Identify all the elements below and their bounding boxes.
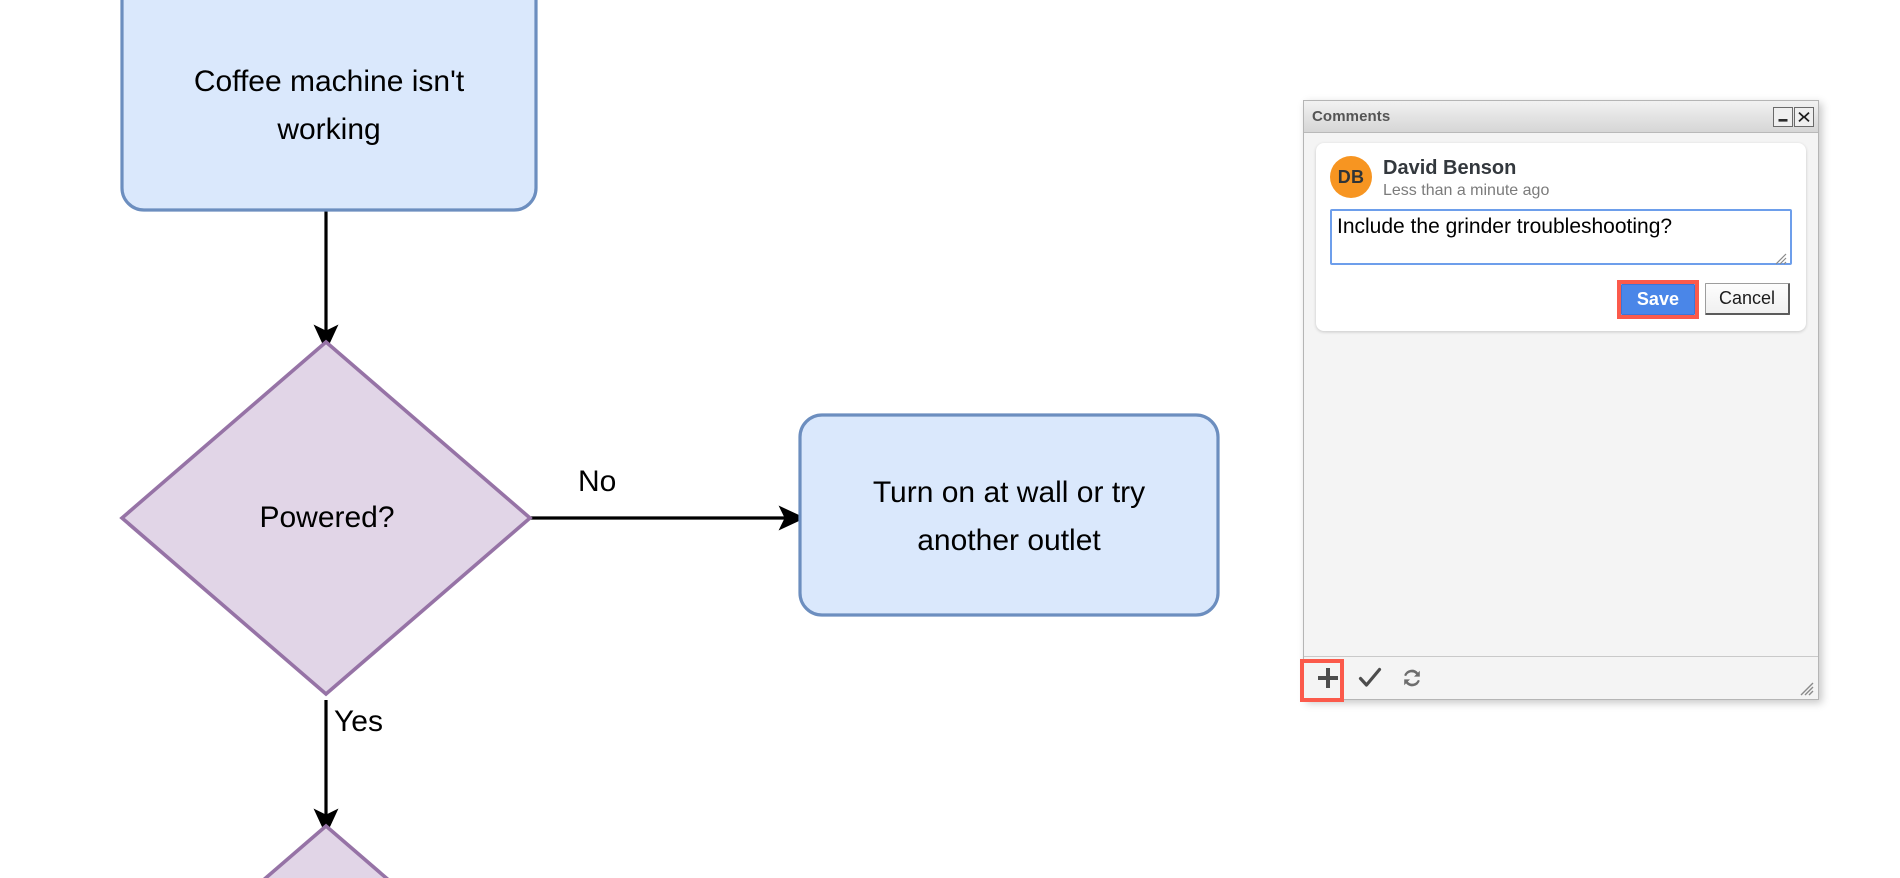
comment-meta: David Benson Less than a minute ago — [1383, 156, 1549, 200]
window-resize-grip-icon[interactable] — [1800, 682, 1814, 696]
comment-author: David Benson — [1383, 157, 1517, 179]
edge-powered-no[interactable]: No — [530, 465, 806, 531]
node-label-line1: Turn on at wall or try — [873, 476, 1145, 509]
plus-icon[interactable] — [1311, 661, 1345, 695]
save-button-highlight: Save — [1616, 279, 1699, 319]
node-powered-decision[interactable]: Powered? — [119, 339, 533, 697]
refresh-icon[interactable] — [1395, 661, 1429, 695]
node-label-line1: Coffee machine isn't — [194, 65, 465, 98]
comments-list[interactable]: DB David Benson Less than a minute ago S… — [1304, 133, 1818, 656]
node-shape-diamond — [119, 339, 533, 697]
node-label-line2: another outlet — [917, 524, 1101, 557]
node-turn-on-at-wall[interactable]: Turn on at wall or try another outlet — [798, 413, 1220, 617]
node-shape-rounded-rect — [798, 413, 1220, 617]
comment-actions: Save Cancel — [1330, 279, 1792, 319]
avatar: DB — [1330, 156, 1372, 198]
node-next-decision[interactable] — [122, 823, 530, 878]
node-label-powered: Powered? — [259, 501, 394, 534]
node-coffee-machine-isnt-working[interactable]: Coffee machine isn't working — [120, 0, 538, 212]
check-icon[interactable] — [1353, 661, 1387, 695]
comments-window[interactable]: Comments DB David Benson Less than a min… — [1300, 100, 1819, 702]
comments-window-title: Comments — [1312, 108, 1391, 125]
close-icon[interactable] — [1794, 106, 1814, 127]
comment-timestamp: Less than a minute ago — [1383, 182, 1550, 199]
comments-toolbar[interactable] — [1300, 656, 1818, 702]
comment-card[interactable]: DB David Benson Less than a minute ago S… — [1316, 143, 1806, 331]
comment-input-wrapper — [1330, 208, 1792, 270]
minimize-icon[interactable] — [1773, 106, 1793, 127]
comment-header: DB David Benson Less than a minute ago — [1330, 156, 1792, 200]
comment-input[interactable] — [1330, 208, 1792, 265]
node-shape-diamond — [262, 823, 390, 878]
comments-titlebar[interactable]: Comments — [1304, 101, 1818, 133]
save-button[interactable]: Save — [1620, 283, 1695, 315]
edge-powered-yes[interactable]: Yes — [313, 700, 383, 836]
node-shape-rounded-rect — [120, 0, 538, 212]
node-label-line2: working — [276, 113, 380, 146]
edge-label-yes: Yes — [334, 705, 383, 738]
edge-label-no: No — [578, 465, 616, 498]
cancel-button[interactable]: Cancel — [1704, 283, 1790, 316]
